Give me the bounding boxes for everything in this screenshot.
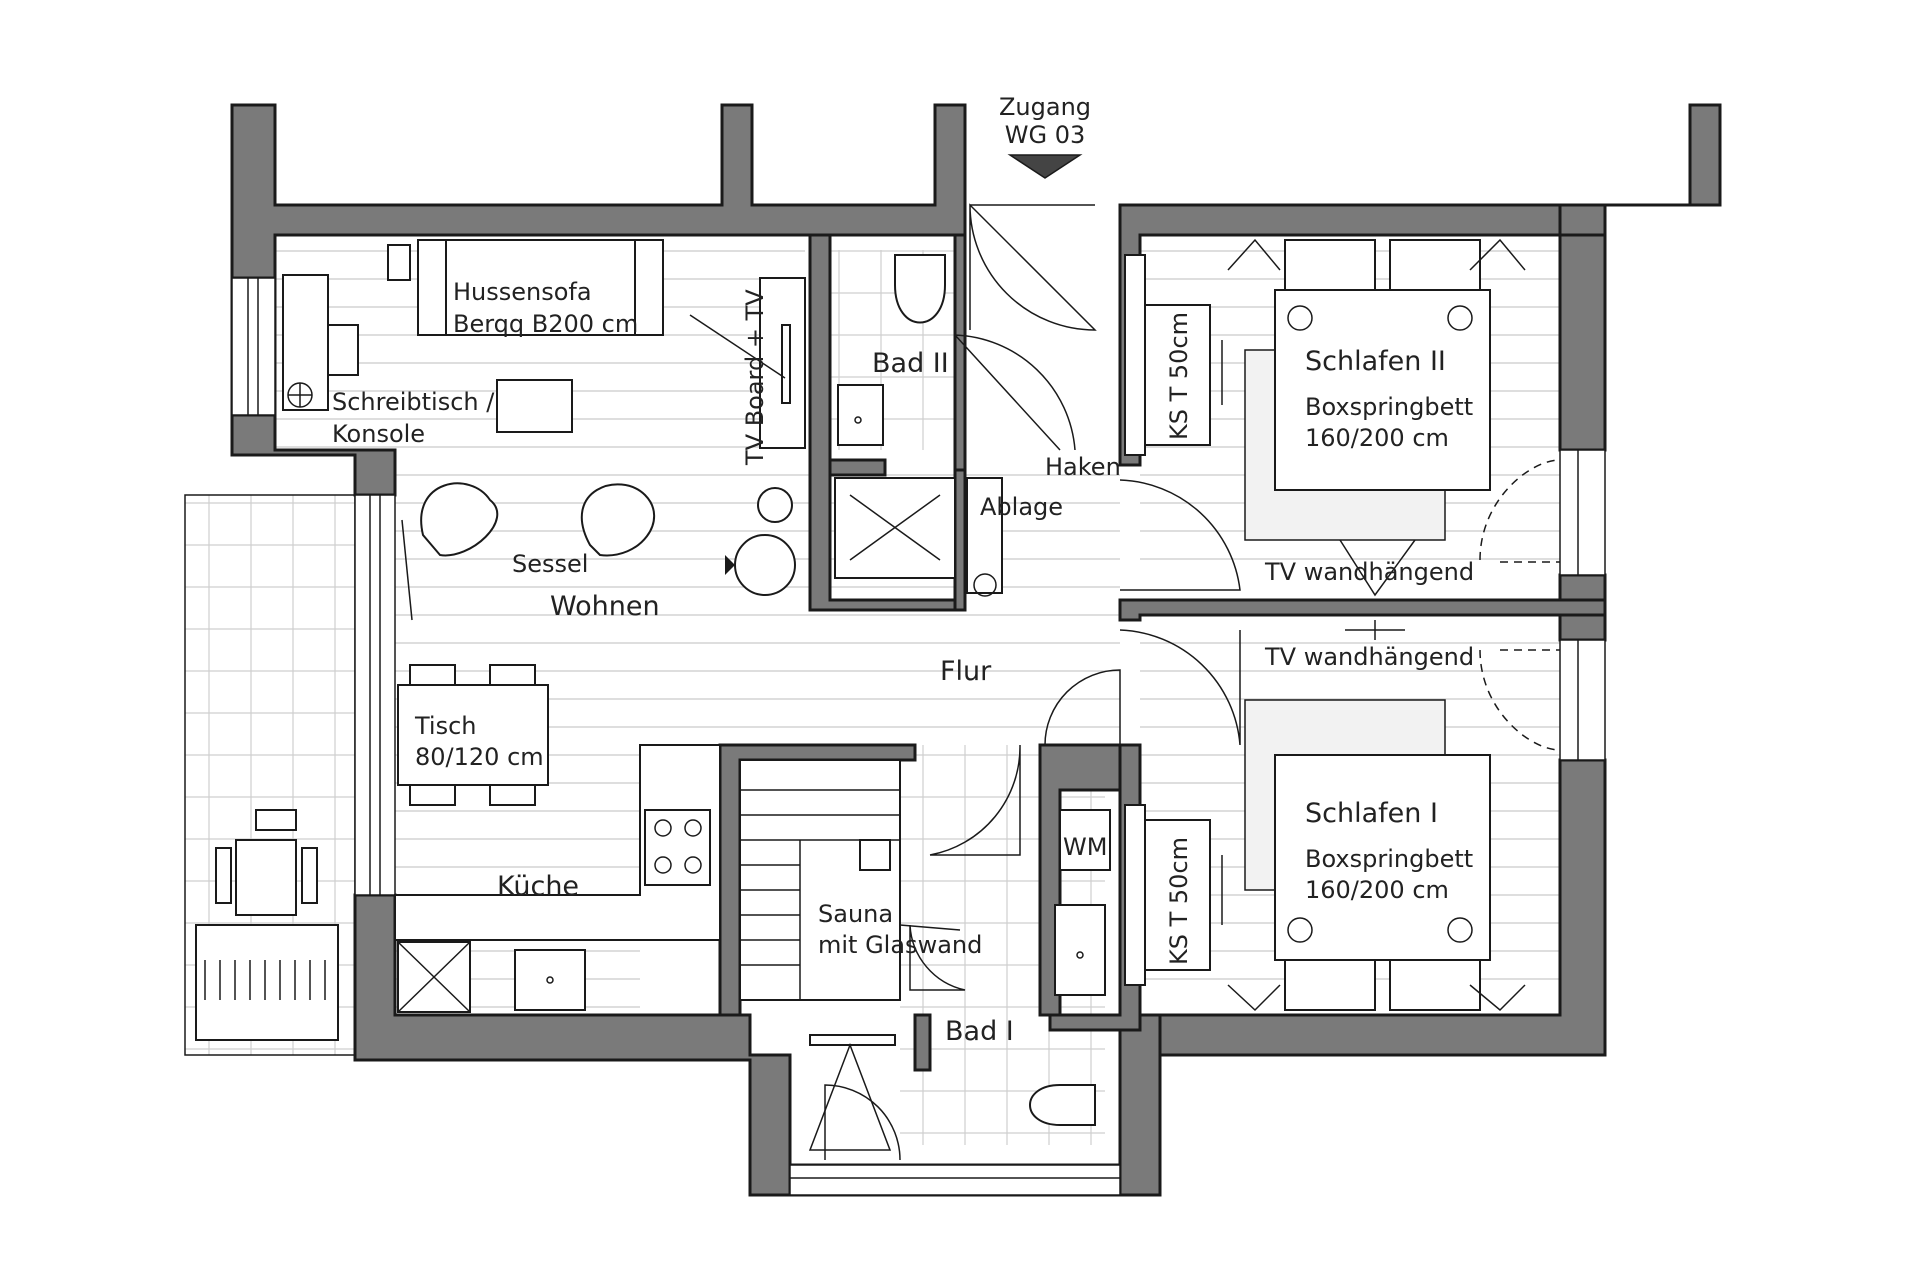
tv-wall-upper-label: TV wandhängend xyxy=(1264,558,1474,586)
furniture-labels: Hussensofa Berqq B200 cm Schreibtisch / … xyxy=(332,278,1474,965)
wardrobe-upper-label: KS T 50cm xyxy=(1165,312,1193,440)
room-label-kueche: Küche xyxy=(497,871,579,902)
sessel-label: Sessel xyxy=(512,550,588,578)
bedroom-ii-furniture xyxy=(1124,238,1561,597)
bed-i-label-line2: 160/200 cm xyxy=(1305,876,1449,904)
room-label-schlafen-ii: Schlafen II xyxy=(1305,346,1446,377)
entrance-label-line2: WG 03 xyxy=(1005,121,1086,149)
bed-ii-label-line2: 160/200 cm xyxy=(1305,424,1449,452)
desk-label-line2: Konsole xyxy=(332,420,425,448)
living-furniture xyxy=(195,239,806,1041)
entrance-marker: Zugang WG 03 xyxy=(999,93,1091,179)
bath-i-fixtures xyxy=(808,809,1111,1151)
table-label-line2: 80/120 cm xyxy=(415,743,544,771)
room-labels: Wohnen Küche Flur Bad II Bad I Schlafen … xyxy=(497,346,1446,1047)
sofa-label-line1: Hussensofa xyxy=(453,278,592,306)
entrance-label-line1: Zugang xyxy=(999,93,1091,121)
room-label-bad-i: Bad I xyxy=(945,1016,1014,1047)
table-label-line1: Tisch xyxy=(414,712,477,740)
room-label-bad-ii: Bad II xyxy=(872,348,949,379)
sauna-furniture xyxy=(739,759,961,1001)
sofa-label-line2: Berqq B200 cm xyxy=(453,310,638,338)
tv-wall-lower-label: TV wandhängend xyxy=(1264,643,1474,671)
haken-label: Haken xyxy=(1045,453,1121,481)
room-label-schlafen-i: Schlafen I xyxy=(1305,798,1438,829)
room-label-sauna-line2: mit Glaswand xyxy=(818,931,982,959)
wardrobe-lower-label: KS T 50cm xyxy=(1165,837,1193,965)
bedroom-i-furniture xyxy=(1124,620,1561,1012)
bed-i-label-line1: Boxspringbett xyxy=(1305,845,1473,873)
ablage-label: Ablage xyxy=(980,493,1063,521)
wm-label: WM xyxy=(1063,833,1107,861)
desk-label-line1: Schreibtisch / xyxy=(332,388,495,416)
tv-board-label: TV Board + TV xyxy=(741,289,769,466)
kitchen-furniture xyxy=(394,744,721,1013)
room-label-sauna-line1: Sauna xyxy=(818,900,893,928)
room-label-wohnen: Wohnen xyxy=(550,591,660,622)
bath-ii-fixtures xyxy=(834,254,1003,597)
windows xyxy=(231,277,1606,1196)
room-label-flur: Flur xyxy=(940,656,992,687)
bed-ii-label-line1: Boxspringbett xyxy=(1305,393,1473,421)
